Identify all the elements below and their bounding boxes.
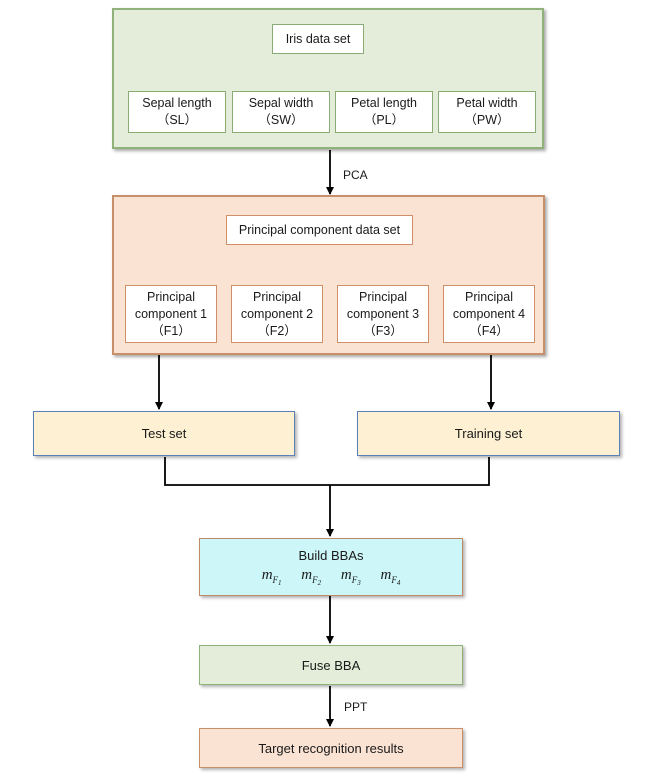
feature-abbr: （PL） [363,113,405,127]
component-node-f2: Principal component 2 （F2） [231,285,323,343]
feature-name: Sepal length [142,96,212,110]
feature-node-petal-length: Petal length （PL） [335,91,433,133]
feature-node-sepal-width: Sepal width （SW） [232,91,330,133]
feature-node-sepal-length: Sepal length （SL） [128,91,226,133]
component-line: component 3 [346,306,420,321]
component-line: component 1 [134,306,208,321]
training-set-node: Training set [357,411,620,456]
ppt-label: PPT [344,700,368,714]
mass-function-f3: mF3 [340,566,361,587]
component-line: （F3） [363,323,403,338]
target-recognition-label: Target recognition results [258,740,404,756]
bba-mass-functions: mF1 mF2 mF3 mF4 [254,567,409,587]
component-line: （F4） [469,323,509,338]
training-set-label: Training set [454,426,523,441]
feature-abbr: （SL） [156,113,198,127]
component-line: Principal [359,289,407,304]
merge-line [164,457,490,486]
feature-node-petal-width: Petal width （PW） [438,91,536,133]
build-bbas-label: Build BBAs [298,547,364,563]
component-line: component 2 [240,306,314,321]
build-bbas-node: Build BBAs mF1 mF2 mF3 mF4 [199,538,463,596]
principal-component-data-set-node: Principal component data set [226,215,413,245]
component-node-f4: Principal component 4 （F4） [443,285,535,343]
component-line: （F1） [151,323,191,338]
feature-abbr: （PW） [464,113,510,127]
component-line: Principal [253,289,301,304]
test-set-node: Test set [33,411,295,456]
feature-name: Petal length [350,96,418,110]
test-set-label: Test set [141,426,187,441]
component-node-f1: Principal component 1 （F1） [125,285,217,343]
pc-root-label: Principal component data set [238,222,401,237]
iris-data-set-node: Iris data set [272,24,364,54]
component-line: Principal [147,289,195,304]
component-line: （F2） [257,323,297,338]
component-line: Principal [465,289,513,304]
pca-label: PCA [343,168,368,182]
component-line: component 4 [452,306,526,321]
feature-name: Sepal width [248,96,314,110]
target-recognition-results-node: Target recognition results [199,728,463,768]
component-node-f3: Principal component 3 （F3） [337,285,429,343]
mass-function-f1: mF1 [261,566,282,587]
fuse-bba-node: Fuse BBA [199,645,463,685]
fuse-bba-label: Fuse BBA [301,657,361,673]
mass-function-f4: mF4 [380,566,401,587]
feature-name: Petal width [456,96,518,110]
iris-root-label: Iris data set [285,31,351,46]
mass-function-f2: mF2 [301,566,322,587]
feature-abbr: （SW） [258,113,304,127]
